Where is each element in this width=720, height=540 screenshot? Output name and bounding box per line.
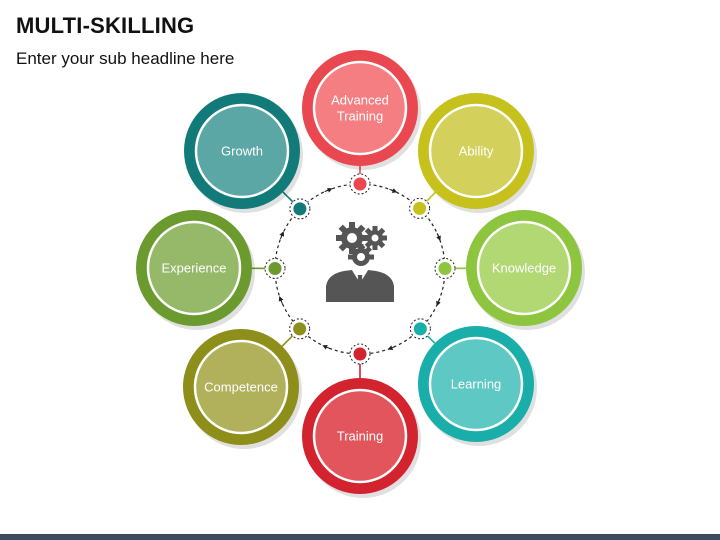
node-training: Training xyxy=(302,343,421,498)
cycle-arrow xyxy=(322,344,331,350)
node-experience: Experience xyxy=(136,210,286,330)
node-label: Experience xyxy=(161,261,226,276)
node-label-line: Training xyxy=(337,109,383,124)
node-ability: Ability xyxy=(409,93,537,219)
node-label-line: Knowledge xyxy=(492,261,556,276)
cycle-arrows xyxy=(278,187,441,350)
node-label-line: Experience xyxy=(161,261,226,276)
businessman-with-gears-icon xyxy=(326,222,394,302)
footer-bar xyxy=(0,534,720,540)
page-subtitle: Enter your sub headline here xyxy=(16,49,235,68)
ring-dot-ability xyxy=(413,201,427,215)
node-label: Knowledge xyxy=(492,261,556,276)
node-label-line: Competence xyxy=(204,380,278,395)
node-label-line: Advanced xyxy=(331,93,389,108)
node-label: Learning xyxy=(451,377,502,392)
node-inner-circle xyxy=(194,103,290,199)
node-learning: Learning xyxy=(409,318,537,446)
node-inner-circle xyxy=(193,339,289,435)
node-label: Competence xyxy=(204,380,278,395)
ring-dot-competence xyxy=(293,322,307,336)
cycle-arrow xyxy=(387,345,396,350)
node-label: Ability xyxy=(459,144,494,159)
node-label-line: Growth xyxy=(221,144,263,159)
cycle-arrow xyxy=(279,231,285,240)
node-label: Training xyxy=(337,429,383,444)
node-label: Growth xyxy=(221,144,263,159)
node-label-line: Ability xyxy=(459,144,494,159)
node-growth: Growth xyxy=(184,93,311,220)
node-inner-circle xyxy=(146,220,242,316)
cycle-arrow xyxy=(324,187,333,193)
node-inner-circle xyxy=(428,103,524,199)
node-knowledge: Knowledge xyxy=(434,210,585,330)
node-inner-circle xyxy=(312,388,408,484)
cycle-arrow xyxy=(436,232,441,241)
node-inner-circle xyxy=(312,60,408,156)
cycle-arrow xyxy=(389,188,398,193)
ring-dot-knowledge xyxy=(438,261,452,275)
ring-dot-growth xyxy=(293,202,307,216)
node-inner-circle xyxy=(428,336,524,432)
cycle-arrow xyxy=(436,298,441,307)
page-title: MULTI-SKILLING xyxy=(16,13,195,38)
node-inner-circle xyxy=(476,220,572,316)
node-label-line: Training xyxy=(337,429,383,444)
ring-dot-experience xyxy=(268,261,282,275)
node-competence: Competence xyxy=(183,318,311,449)
cycle-arrow xyxy=(278,296,284,305)
node-label-line: Learning xyxy=(451,377,502,392)
ring-dot-training xyxy=(353,347,367,361)
ring-dot-advanced-training xyxy=(353,177,367,191)
ring-dot-learning xyxy=(413,322,427,336)
